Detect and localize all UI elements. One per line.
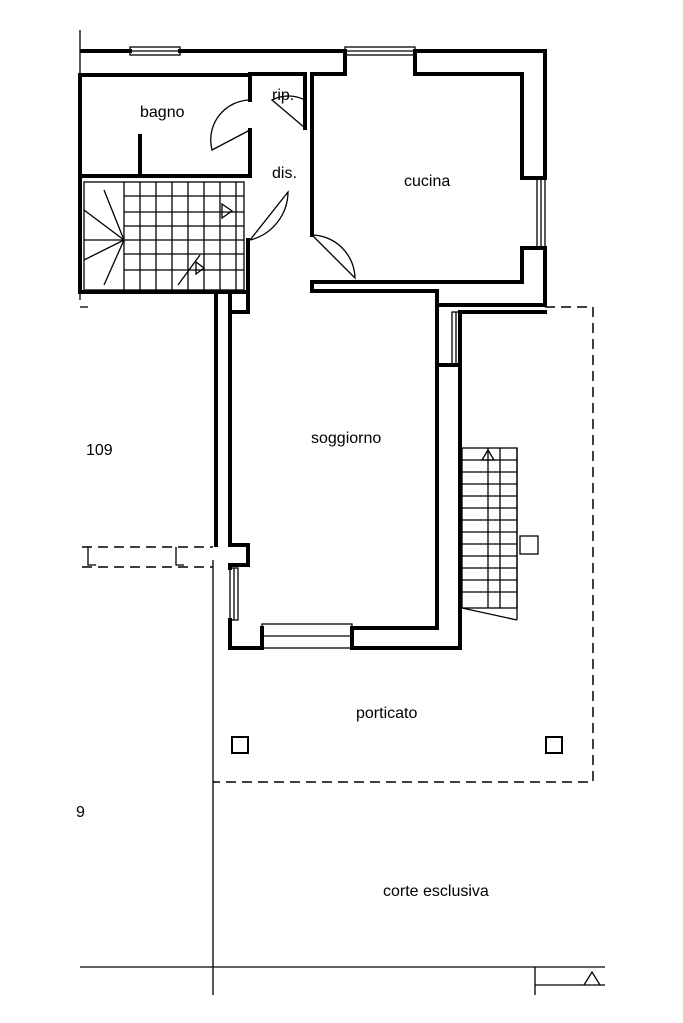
porticato-outline — [213, 306, 594, 783]
soggiorno-walls — [214, 290, 547, 650]
label-corte-esclusiva: corte esclusiva — [383, 883, 489, 900]
label-disimpegno: dis. — [272, 165, 297, 182]
label-bagno: bagno — [140, 104, 185, 121]
porch-column-left — [231, 736, 249, 754]
windows — [129, 46, 546, 649]
doors — [210, 95, 356, 280]
label-ripostiglio: rip. — [272, 87, 294, 104]
exterior-walls — [78, 49, 547, 307]
neighbor-dashed-outline — [82, 546, 213, 568]
label-neighbor-unit: 109 — [86, 442, 113, 459]
label-neighbor-partial: 9 — [76, 804, 85, 821]
external-stair — [461, 447, 539, 621]
label-cucina: cucina — [404, 173, 450, 190]
cucina-walls — [310, 49, 547, 284]
internal-stair — [83, 181, 245, 291]
porch-column-right — [545, 736, 563, 754]
label-soggiorno: soggiorno — [311, 430, 381, 447]
entrance-arrow-icon — [535, 970, 605, 986]
label-porticato: porticato — [356, 705, 417, 722]
